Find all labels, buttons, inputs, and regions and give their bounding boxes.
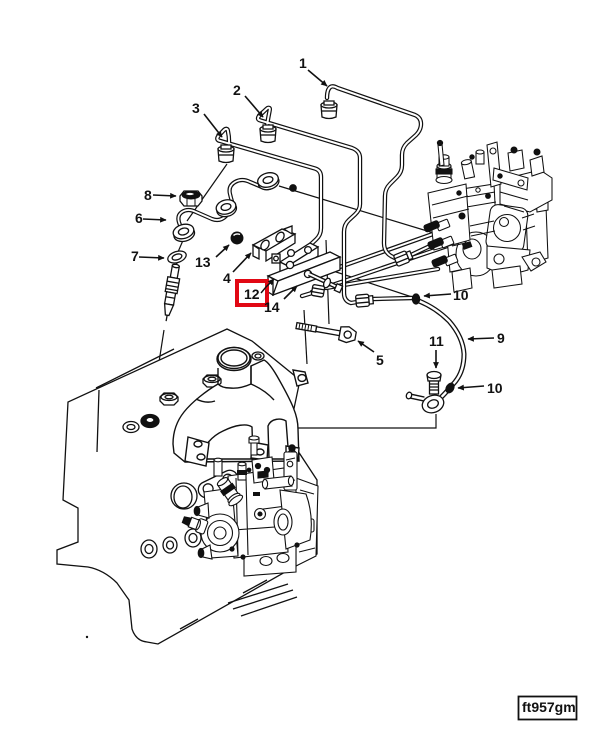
- svg-text:3: 3: [192, 100, 200, 116]
- svg-text:12: 12: [244, 286, 260, 302]
- svg-text:ft957gm: ft957gm: [522, 699, 576, 715]
- svg-text:8: 8: [144, 187, 152, 203]
- svg-text:13: 13: [195, 254, 211, 270]
- svg-text:10: 10: [487, 380, 503, 396]
- svg-text:1: 1: [299, 55, 307, 71]
- svg-text:2: 2: [233, 82, 241, 98]
- svg-text:10: 10: [453, 287, 469, 303]
- svg-text:6: 6: [135, 210, 143, 226]
- svg-text:14: 14: [264, 299, 280, 315]
- svg-text:7: 7: [131, 248, 139, 264]
- svg-text:4: 4: [223, 270, 231, 286]
- svg-text:9: 9: [497, 330, 505, 346]
- svg-text:11: 11: [429, 333, 444, 349]
- svg-text:5: 5: [376, 352, 384, 368]
